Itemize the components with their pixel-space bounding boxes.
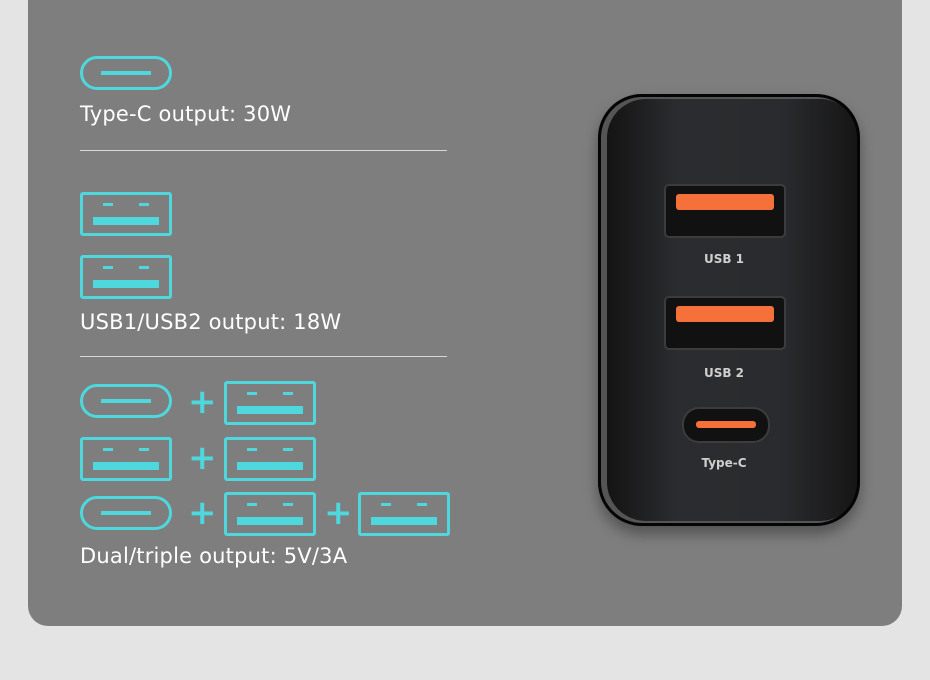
charger-image: USB 1 USB 2 Type-C <box>598 94 860 526</box>
usb-a-port-icon <box>224 381 316 425</box>
usb-a-port-icon <box>80 255 172 299</box>
plus-icon: + <box>188 438 217 478</box>
type-c-port <box>682 407 770 443</box>
type-c-port-icon <box>80 496 172 530</box>
plus-icon: + <box>324 493 353 533</box>
usb-output-label: USB1/USB2 output: 18W <box>80 310 342 334</box>
usb-a-port-icon <box>224 492 316 536</box>
usb1-label: USB 1 <box>703 252 745 266</box>
plus-icon: + <box>188 493 217 533</box>
type-c-port-icon <box>80 56 172 90</box>
usb-a-port-icon <box>224 437 316 481</box>
usb-a-port-icon <box>80 437 172 481</box>
plus-icon: + <box>188 382 217 422</box>
usb2-label: USB 2 <box>703 366 745 380</box>
type-c-port-tongue <box>696 421 756 428</box>
divider <box>80 356 447 357</box>
usb2-port <box>664 296 786 350</box>
divider <box>80 150 447 151</box>
usb-port-tongue <box>676 194 774 210</box>
type-c-label: Type-C <box>701 456 747 470</box>
type-c-port-icon <box>80 384 172 418</box>
type-c-output-label: Type-C output: 30W <box>80 102 292 126</box>
usb-a-port-icon <box>80 192 172 236</box>
usb1-port <box>664 184 786 238</box>
usb-a-port-icon <box>358 492 450 536</box>
usb-port-tongue <box>676 306 774 322</box>
dual-triple-output-label: Dual/triple output: 5V/3A <box>80 544 348 568</box>
